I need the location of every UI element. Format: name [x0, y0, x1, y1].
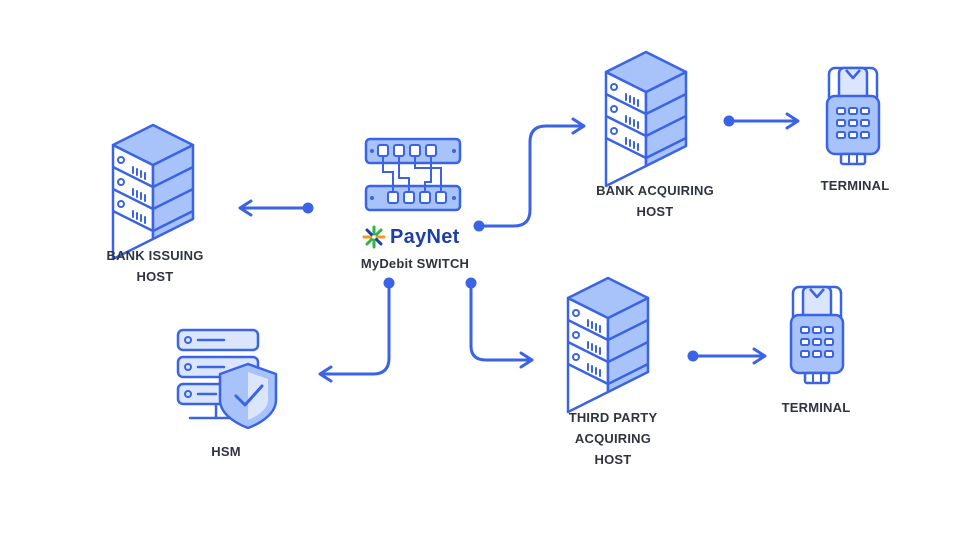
bank-acquiring-label-line: HOST: [636, 204, 674, 219]
terminal-top-icon: [825, 66, 881, 166]
arrow-third-party-to-terminal: [691, 347, 767, 365]
bank-acquiring-label: BANK ACQUIRING HOST: [570, 180, 740, 222]
arrow-switch-to-bank-acquiring: [477, 117, 586, 228]
terminal-top-label: TERMINAL: [800, 175, 910, 196]
arrow-switch-to-hsm: [318, 281, 391, 383]
paynet-brand: PayNet: [362, 224, 460, 250]
connector-dot: [465, 277, 477, 289]
third-party-label-line: HOST: [594, 452, 632, 467]
third-party-label-line: ACQUIRING: [574, 431, 652, 446]
terminal-top-label-line: TERMINAL: [820, 178, 890, 193]
third-party-server-icon: [566, 276, 650, 414]
hsm-label: HSM: [176, 441, 276, 462]
bank-acquiring-server-icon: [604, 50, 688, 188]
third-party-label: THIRD PARTY ACQUIRING HOST: [538, 407, 688, 470]
bank-issuing-label-line: HOST: [136, 269, 174, 284]
bank-issuing-label: BANK ISSUING HOST: [80, 245, 230, 287]
connector-dot: [687, 350, 699, 362]
switch-label-text: MyDebit SWITCH: [360, 256, 470, 271]
third-party-label-line: THIRD PARTY: [568, 410, 658, 425]
paynet-brand-text: PayNet: [390, 225, 460, 248]
bank-issuing-label-line: BANK ISSUING: [106, 248, 204, 263]
bank-acquiring-label-line: BANK ACQUIRING: [596, 183, 714, 198]
connector-dot: [723, 115, 735, 127]
hsm-label-line: HSM: [211, 444, 241, 459]
arrow-switch-to-bank-issuing: [238, 199, 310, 217]
hsm-server-shield-icon: [176, 328, 278, 430]
arrow-bank-acquiring-to-terminal: [727, 112, 800, 130]
connector-dot: [383, 277, 395, 289]
terminal-bottom-label: TERMINAL: [761, 397, 871, 418]
bank-issuing-server-icon: [111, 123, 195, 261]
connector-dot: [302, 202, 314, 214]
arrow-switch-to-third-party: [469, 281, 534, 369]
terminal-bottom-label-line: TERMINAL: [781, 400, 851, 415]
network-switch-icon: [364, 137, 462, 212]
switch-label: MyDebit SWITCH: [340, 253, 490, 274]
connector-dot: [473, 220, 485, 232]
terminal-bottom-icon: [789, 285, 845, 385]
paynet-logo-icon: [362, 225, 386, 249]
